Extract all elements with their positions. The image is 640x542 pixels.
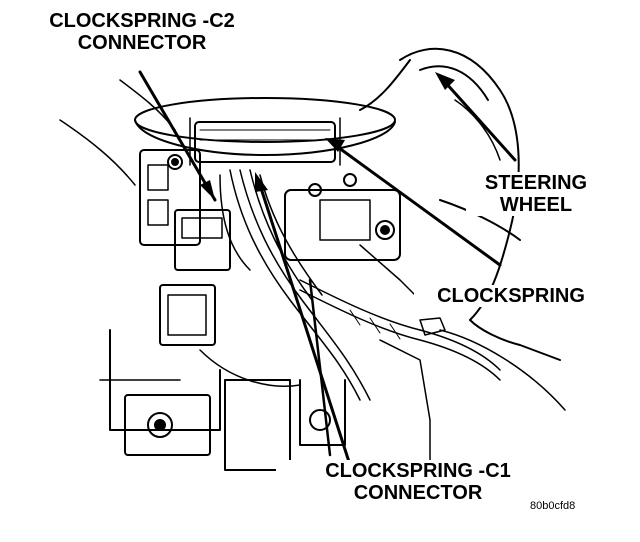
steering-wheel-label: STEERING WHEEL — [466, 172, 606, 216]
steering-wheel-label-line1: STEERING — [484, 172, 588, 194]
clockspring-c2-label-line1: CLOCKSPRING -C2 — [49, 10, 235, 32]
clockspring-c2-connector-label: CLOCKSPRING -C2 CONNECTOR — [25, 10, 259, 54]
steering-wheel-label-line2: WHEEL — [499, 194, 573, 216]
leader-lines — [138, 70, 517, 467]
clockspring-label: CLOCKSPRING — [414, 285, 608, 307]
c2-connector-illustration — [139, 149, 231, 346]
c1-connector-illustration — [284, 173, 421, 301]
clockspring-c2-label-line2: CONNECTOR — [77, 32, 207, 54]
steering-column-illustration-lower — [59, 79, 566, 471]
clockspring-c1-label-line1: CLOCKSPRING -C1 — [325, 460, 511, 482]
clockspring-c1-label-line2: CONNECTOR — [353, 482, 483, 504]
clockspring-label-line1: CLOCKSPRING — [437, 285, 585, 307]
steering-wheel-illustration — [359, 47, 561, 361]
clockspring-c1-connector-label: CLOCKSPRING -C1 CONNECTOR — [276, 460, 560, 504]
figure-code: 80b0cfd8 — [530, 500, 576, 512]
